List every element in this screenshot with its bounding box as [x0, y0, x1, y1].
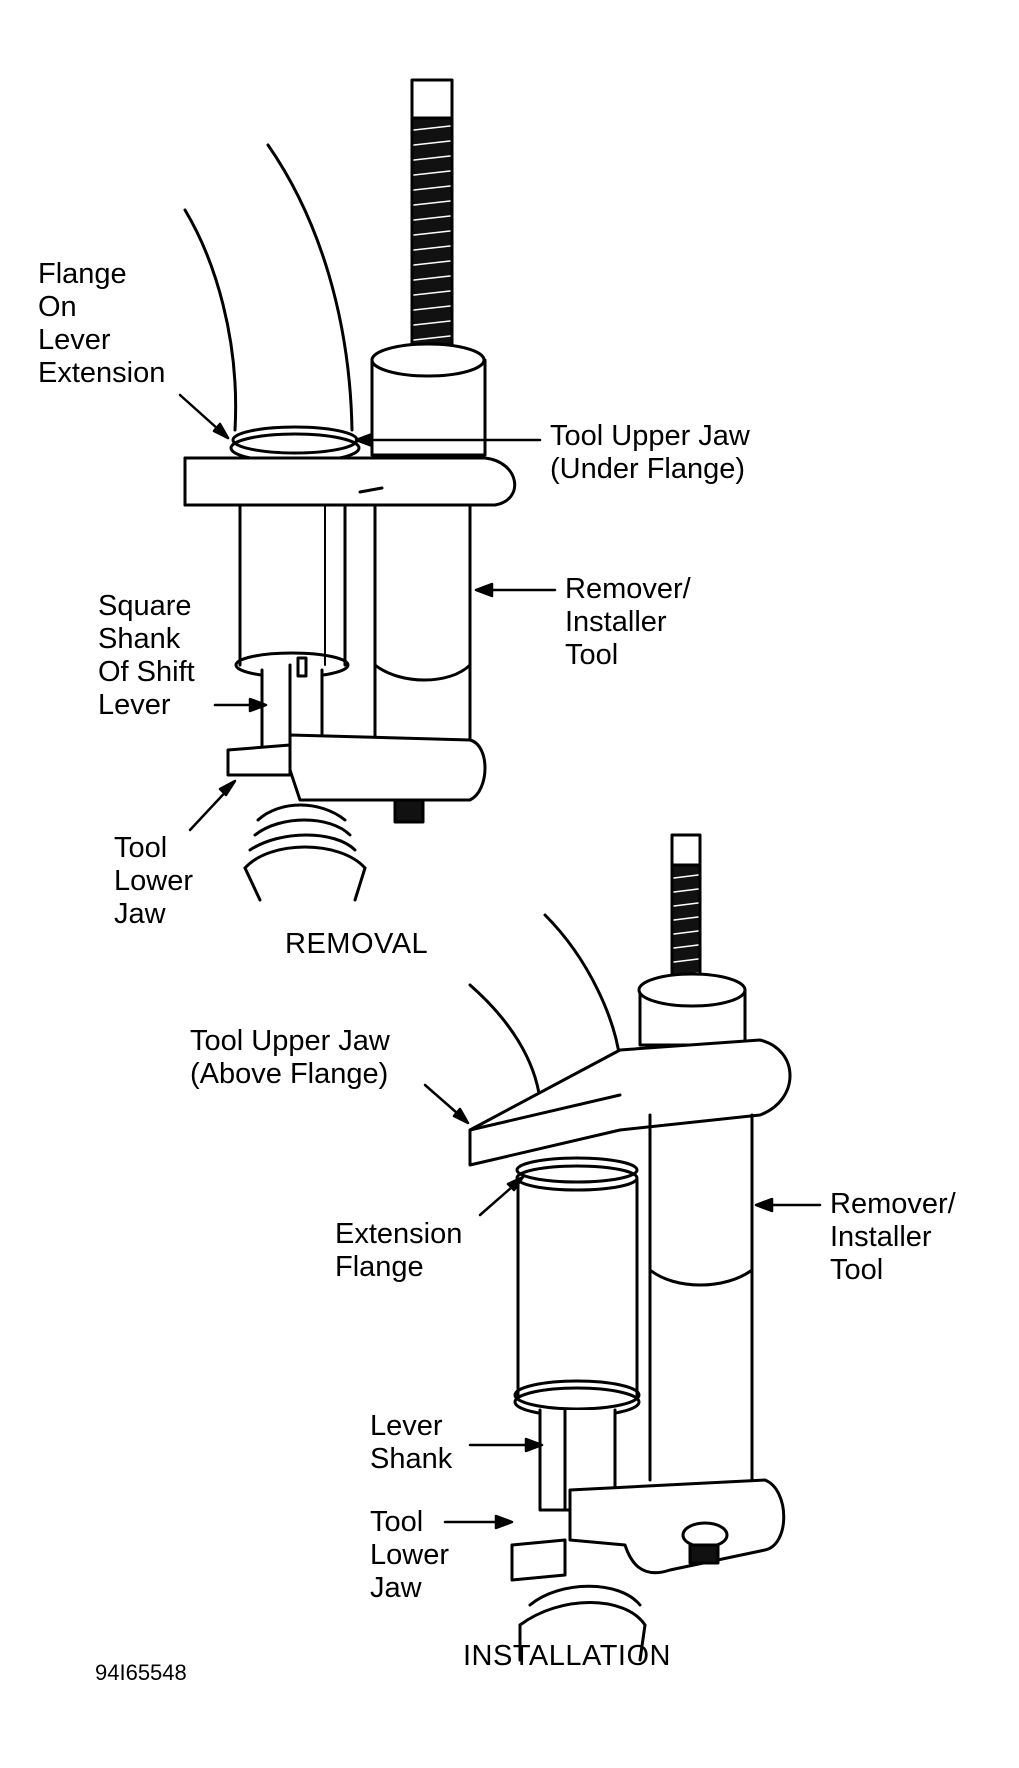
label-square-shank-of-shift-lever: Square Shank Of Shift Lever [98, 590, 195, 721]
label-tool-upper-jaw-above-flange: Tool Upper Jaw (Above Flange) [190, 1025, 390, 1090]
label-tool-lower-jaw-removal: Tool Lower Jaw [114, 832, 193, 930]
label-lever-shank: Lever Shank [370, 1410, 453, 1475]
label-flange-on-lever-extension: Flange On Lever Extension [38, 258, 166, 389]
label-extension-flange: Extension Flange [335, 1218, 463, 1283]
label-remover-installer-tool-installation: Remover/ Installer Tool [830, 1188, 956, 1286]
label-tool-lower-jaw-installation: Tool Lower Jaw [370, 1506, 449, 1604]
figure-id: 94I65548 [95, 1660, 187, 1685]
installation-leaders [423, 1083, 822, 1530]
installation-drawing [468, 833, 792, 1662]
label-remover-installer-tool-removal: Remover/ Installer Tool [565, 573, 691, 671]
removal-leaders [178, 393, 557, 832]
caption-removal: REMOVAL [285, 928, 429, 960]
removal-drawing [183, 78, 517, 902]
label-tool-upper-jaw-under-flange: Tool Upper Jaw (Under Flange) [550, 420, 750, 485]
caption-installation: INSTALLATION [463, 1640, 671, 1672]
